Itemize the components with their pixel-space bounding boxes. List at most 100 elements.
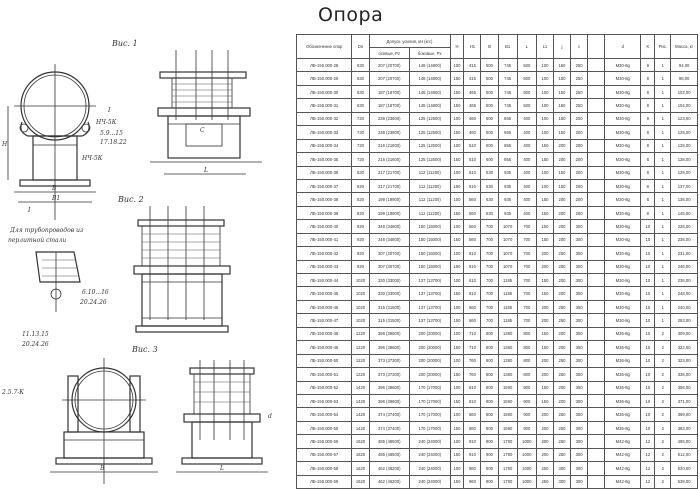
table-cell: 630 [351,98,370,113]
fig1-dim-b: B [51,185,57,192]
table-cell: 1420 [351,380,370,395]
table-cell: 150 [552,111,572,127]
table-cell: ЛБ-150.000-39 [295,205,353,221]
table-cell: 231,00 [670,246,698,261]
table-cell: 100 [535,98,554,113]
table-cell: 2 [654,367,672,382]
table-cell: 2 [654,353,672,369]
table-cell: 10 [640,340,656,355]
table-cell: 300 [570,272,589,288]
table-cell: ЛБ-150.000-46 [295,299,353,315]
table-cell: 1 [654,192,672,207]
table-cell: 100 [449,299,465,315]
table-cell: 1185 [497,299,518,315]
table-cell: 700 [480,259,499,275]
table-cell: 128,00 [670,138,698,154]
table-cell: 400 [516,138,537,154]
col-l: L [516,34,537,59]
table-cell: М36-8g [604,393,642,409]
table-cell: 1380 [497,326,518,342]
table-cell: 300 [570,286,589,301]
table-cell: 112 (11200) [409,178,451,194]
table-cell: 148 (14800) [409,84,451,100]
table-cell: 148 (14800) [409,71,451,86]
table-cell: М36-8g [604,380,642,395]
table-cell: 150 [449,98,465,113]
table-cell: 1000 [516,474,537,489]
table-cell: 920 [351,232,370,248]
table-cell: 374 (37400) [368,420,411,436]
table-cell: 10 [640,313,656,328]
table-cell: 1000 [516,434,537,449]
table-cell: 500 [516,98,537,113]
table-cell: 307 (30700) [368,259,411,275]
table-cell: 10 [640,380,656,395]
table-cell: 123,00 [670,111,698,127]
table-cell: М30-8g [604,152,642,167]
table-cell: 250 [552,407,572,422]
table-cell: 2 [654,420,672,436]
table-cell: 630 [480,165,499,180]
table-cell-blank [587,474,606,489]
table-cell: ЛБ-150.000-35 [295,152,353,167]
fig1-ref-b: 17.18.22 [100,139,127,146]
table-cell: 300 [570,232,589,248]
table-cell-blank [587,313,606,328]
table-cell: 935 [497,165,518,180]
fig1-dim-h: H [1,141,8,148]
table-cell: 150 [552,71,572,86]
table-cell-blank [587,84,606,100]
table-cell: 1590 [497,407,518,422]
table-cell: 100 [449,192,465,207]
table-cell: 760 [463,367,482,382]
table-cell: 248,00 [670,286,698,301]
table-cell: 100 [535,57,554,73]
table-cell: ЛБ-150.000-31 [295,98,353,113]
table-cell: 800 [480,380,499,395]
table-cell: 630 [480,205,499,221]
table-cell: М30-8g [604,286,642,301]
col-d: d [604,34,642,59]
table-cell: 1070 [497,259,518,275]
table-cell: 610 [463,286,482,301]
table-cell: 1 [654,205,672,221]
table-cell: 150 (15000) [409,232,451,248]
table-cell: 100 [535,84,554,100]
table-cell: 8 [640,71,656,86]
table-cell: 910 [463,434,482,449]
table-cell: 560 [463,205,482,221]
table-cell: 2 [654,447,672,463]
table-cell: 935 [497,192,518,207]
table-cell: ЛБ-150.000-36 [295,165,353,180]
table-cell: 700 [516,313,537,328]
table-cell: 100 [449,138,465,154]
table-cell: 250 [552,259,572,275]
table-cell: 200 [570,165,589,180]
table-cell-blank [587,138,606,154]
table-cell: 1000 [516,461,537,476]
table-cell: 300 [570,367,589,382]
table-cell: ЛБ-150.000-34 [295,138,353,154]
table-cell-blank [587,71,606,86]
technical-drawings: Вис. 1 B B1 H I НЧ-5К 5.9...15 17.18.22 … [1,39,272,484]
table-cell: 246,00 [670,259,698,275]
table-cell: ЛБ-150.000-44 [295,272,353,288]
table-cell: 630 [480,192,499,207]
table-cell: 630 [480,178,499,194]
table-cell: 610 [463,259,482,275]
table-cell: 8 [640,178,656,194]
table-cell: 100 [535,178,554,194]
table-cell: 910 [463,447,482,463]
table-cell: 1 [654,138,672,154]
table-cell: 1420 [351,420,370,436]
table-cell: М30-8g [604,272,642,288]
col-loads: Допуск. усилия, кН (кгс) [368,34,451,48]
table-cell: 800 [516,367,537,382]
col-mass: Масса, кг [670,34,698,59]
